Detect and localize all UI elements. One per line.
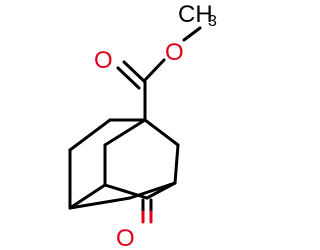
atom-label-methyl-subscript: 3 (208, 13, 217, 30)
bond-c5-c6-right (173, 143, 180, 185)
molecule-structure-diagram: CH 3 O O O (68, 1, 217, 250)
bond-c3-c4-ketone (103, 183, 149, 200)
atom-label-ester-oxygen: O (165, 39, 184, 66)
bond-c3-c7-bottom (68, 183, 107, 210)
bond-carbonyl-double-b (116, 66, 141, 90)
ketone-double-bond (141, 198, 153, 224)
bond-carbonyl-c-ester-o (143, 58, 166, 82)
bond-c7-c8 (68, 196, 132, 210)
atom-label-methyl: CH (178, 1, 213, 28)
bond-carbonyl-double-a (122, 60, 147, 84)
bond-c9-c10-back (68, 118, 112, 152)
bond-ester-o-ch3 (182, 26, 202, 42)
bond-c1-c2-left (103, 118, 147, 147)
bond-c6-c1-right (143, 118, 180, 147)
atom-label-carbonyl-oxygen: O (94, 47, 113, 74)
bond-c4-c5-ketone (145, 181, 177, 200)
bond-skeleton (68, 26, 202, 210)
atom-label-ketone-oxygen: O (116, 225, 135, 250)
